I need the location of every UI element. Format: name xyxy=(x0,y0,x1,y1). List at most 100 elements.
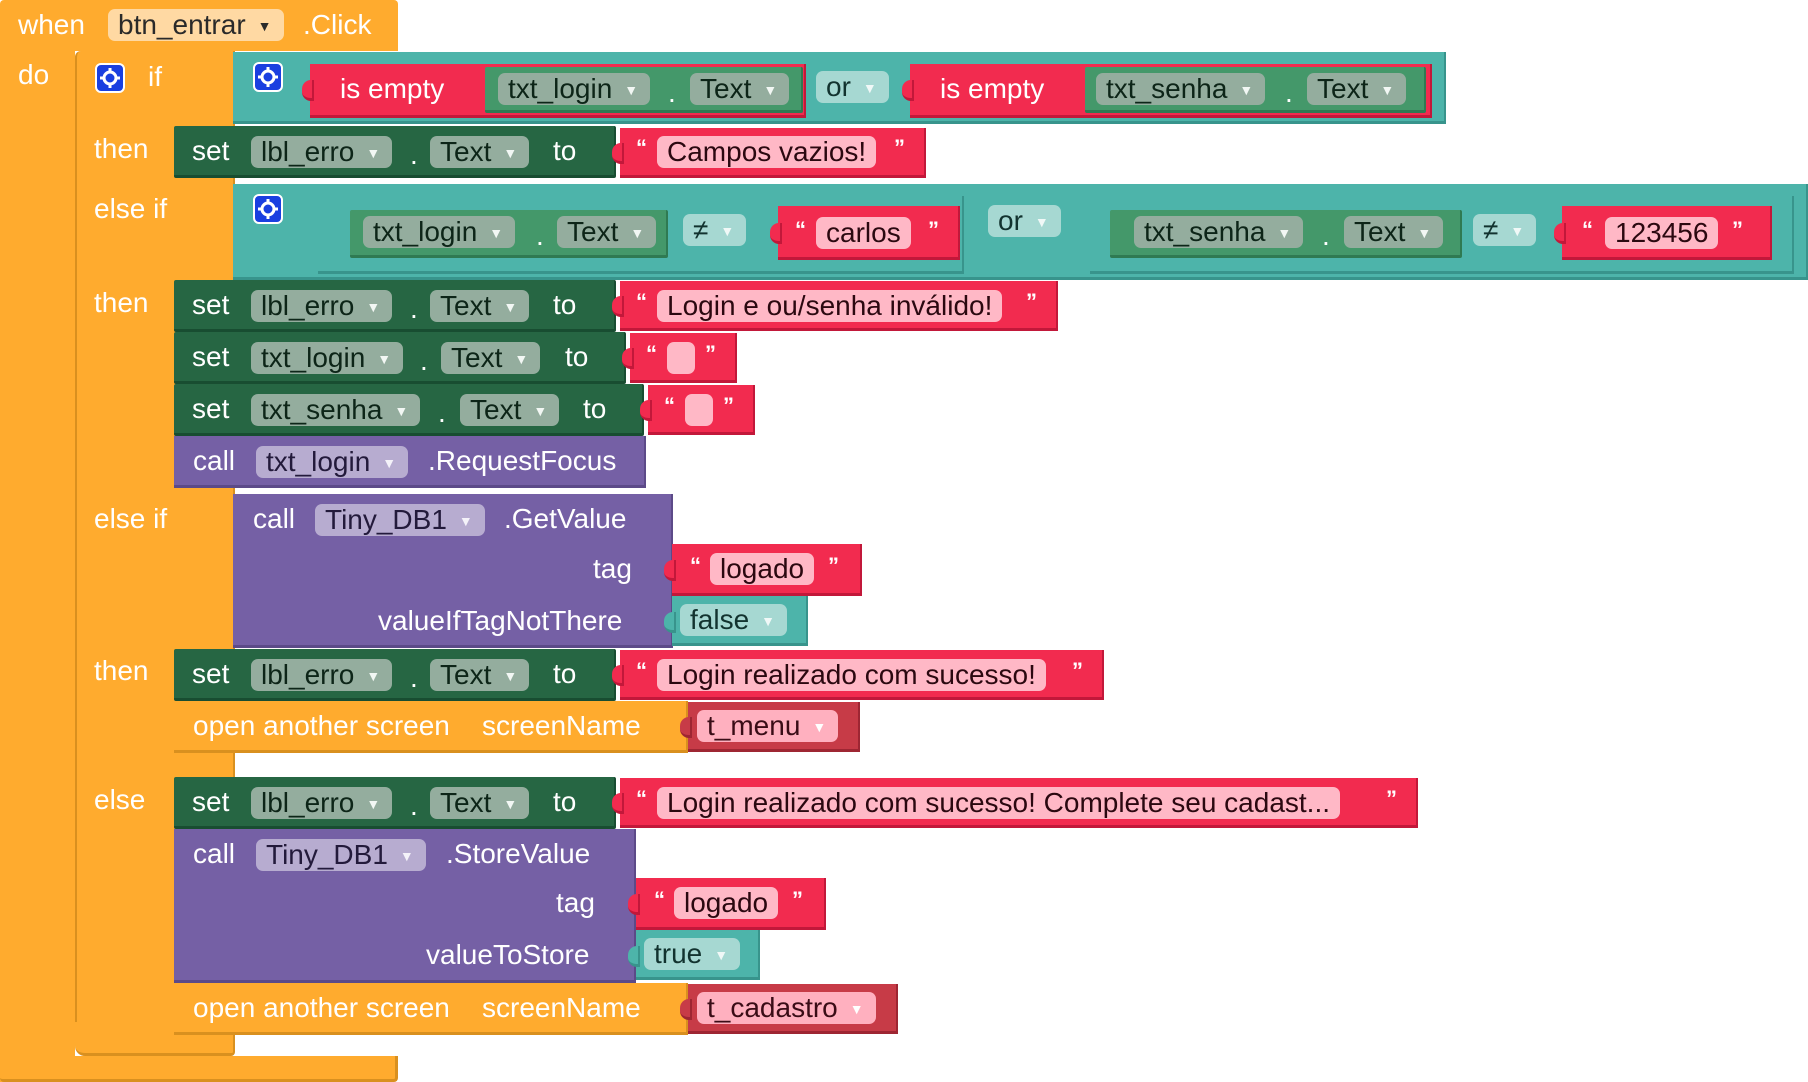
login-sucesso-text-field[interactable]: Login realizado com sucesso! xyxy=(657,659,1046,691)
logado-text-field-2[interactable]: logado xyxy=(674,887,779,919)
set-lbl-erro-block-2[interactable] xyxy=(174,280,616,332)
set-label-6: set xyxy=(192,786,230,817)
open-quote-1: “ xyxy=(636,135,647,160)
do-label: do xyxy=(18,59,50,90)
text-property-dropdown-4[interactable]: Text▼ xyxy=(557,216,657,248)
carlos-text-field[interactable]: carlos xyxy=(816,217,911,249)
tiny-db-dropdown-2[interactable]: Tiny_DB1▼ xyxy=(256,839,426,871)
open-quote-9: “ xyxy=(636,786,647,811)
neq-operator-dropdown-1[interactable]: ≠▼ xyxy=(683,214,747,246)
is-empty-label-1: is empty xyxy=(340,73,445,104)
value-if-tag-not-there-label: valueIfTagNotThere xyxy=(378,605,623,636)
screen-menu-dropdown[interactable]: t_menu▼ xyxy=(697,710,839,742)
false-dropdown[interactable]: false▼ xyxy=(680,604,788,636)
close-quote-2: ” xyxy=(928,217,939,242)
call-request-focus-block[interactable] xyxy=(174,436,646,488)
true-dropdown[interactable]: true▼ xyxy=(644,938,741,970)
string-nub-4 xyxy=(612,296,624,317)
text-property-dropdown-1[interactable]: Text▼ xyxy=(690,73,790,105)
screen-name-label-1: screenName xyxy=(482,710,641,741)
login-sucesso-cadastro-text-field[interactable]: Login realizado com sucesso! Complete se… xyxy=(657,787,1341,819)
set-label-5: set xyxy=(192,658,230,689)
string-nub-3 xyxy=(1554,223,1566,244)
or-operator-dropdown-1[interactable]: or▼ xyxy=(816,71,889,103)
set-lbl-erro-block-4[interactable] xyxy=(174,777,616,829)
text-property-dropdown-9[interactable]: Text▼ xyxy=(430,659,530,691)
neq-operator-dropdown-2[interactable]: ≠▼ xyxy=(1473,214,1537,246)
set-label-2: set xyxy=(192,289,230,320)
dot-3: . xyxy=(410,139,418,170)
else-if-label-1: else if xyxy=(94,193,168,224)
text-property-dropdown-3[interactable]: Text▼ xyxy=(430,136,530,168)
txt-senha-dropdown-3[interactable]: txt_senha▼ xyxy=(251,394,421,426)
text-property-dropdown-10[interactable]: Text▼ xyxy=(430,787,530,819)
close-quote-7: ” xyxy=(828,553,839,578)
if-mutator-gear-icon[interactable] xyxy=(95,63,125,93)
to-label-4: to xyxy=(583,393,607,424)
set-label-1: set xyxy=(192,135,230,166)
is-empty-nub-2 xyxy=(902,80,914,101)
txt-login-dropdown-4[interactable]: txt_login▼ xyxy=(256,446,409,478)
when-label: when xyxy=(18,9,85,40)
lbl-erro-dropdown-2[interactable]: lbl_erro▼ xyxy=(251,290,393,322)
value-to-store-label: valueToStore xyxy=(426,939,590,970)
dot-8: . xyxy=(438,397,446,428)
open-quote-5: “ xyxy=(646,341,657,366)
lbl-erro-dropdown-1[interactable]: lbl_erro▼ xyxy=(251,136,393,168)
set-label-4: set xyxy=(192,393,230,424)
open-screen-block-1[interactable] xyxy=(174,701,688,753)
lbl-erro-dropdown-4[interactable]: lbl_erro▼ xyxy=(251,787,393,819)
empty-text-field-1[interactable] xyxy=(667,342,695,374)
tiny-db-dropdown-1[interactable]: Tiny_DB1▼ xyxy=(315,504,485,536)
then-label-2: then xyxy=(94,287,149,318)
string-nub-8 xyxy=(612,665,624,686)
string-nub-9 xyxy=(612,793,624,814)
to-label-6: to xyxy=(553,786,577,817)
call-label-2: call xyxy=(253,503,296,534)
dot-6: . xyxy=(410,293,418,324)
open-screen-label-2: open another screen xyxy=(193,992,450,1023)
txt-login-component-dropdown-2[interactable]: txt_login▼ xyxy=(363,216,516,248)
to-label-1: to xyxy=(553,135,577,166)
text-property-dropdown-5[interactable]: Text▼ xyxy=(1344,216,1444,248)
or-mutator-gear-icon-1[interactable] xyxy=(253,62,283,92)
close-quote-10: ” xyxy=(792,887,803,912)
string-nub-1 xyxy=(612,143,624,164)
123456-text-field[interactable]: 123456 xyxy=(1605,217,1719,249)
text-property-dropdown-2[interactable]: Text▼ xyxy=(1307,73,1407,105)
text-property-dropdown-8[interactable]: Text▼ xyxy=(460,394,560,426)
screen-nub-2 xyxy=(680,999,692,1020)
campos-vazios-text-field[interactable]: Campos vazios! xyxy=(657,136,877,168)
text-property-dropdown-7[interactable]: Text▼ xyxy=(441,342,541,374)
boolean-nub-2 xyxy=(628,946,640,967)
text-property-dropdown-6[interactable]: Text▼ xyxy=(430,290,530,322)
open-screen-block-2[interactable] xyxy=(174,983,688,1035)
is-empty-nub-1 xyxy=(302,80,314,101)
screen-cadastro-dropdown[interactable]: t_cadastro▼ xyxy=(697,992,876,1024)
or-operator-dropdown-2[interactable]: or▼ xyxy=(988,205,1061,237)
else-label: else xyxy=(94,784,146,815)
set-lbl-erro-block-1[interactable] xyxy=(174,126,616,178)
logado-text-field-1[interactable]: logado xyxy=(710,553,815,585)
empty-text-field-2[interactable] xyxy=(685,394,713,426)
login-invalido-text-field[interactable]: Login e ou/senha inválido! xyxy=(657,290,1003,322)
call-label-1: call xyxy=(193,445,236,476)
set-lbl-erro-block-3[interactable] xyxy=(174,649,616,701)
string-nub-2 xyxy=(770,223,782,244)
get-value-label: .GetValue xyxy=(504,503,627,534)
boolean-nub-1 xyxy=(664,612,676,633)
event-component-dropdown[interactable]: btn_entrar▼ xyxy=(108,9,284,41)
close-quote-5: ” xyxy=(705,341,716,366)
call-label-3: call xyxy=(193,838,236,869)
txt-senha-component-dropdown-1[interactable]: txt_senha▼ xyxy=(1096,73,1266,105)
else-if-label-2: else if xyxy=(94,503,168,534)
dot-7: . xyxy=(420,345,428,376)
txt-senha-component-dropdown-2[interactable]: txt_senha▼ xyxy=(1134,216,1304,248)
or-mutator-gear-icon-2[interactable] xyxy=(253,194,283,224)
event-block-footer xyxy=(0,1056,398,1082)
lbl-erro-dropdown-3[interactable]: lbl_erro▼ xyxy=(251,659,393,691)
is-empty-label-2: is empty xyxy=(940,73,1045,104)
txt-login-component-dropdown-1[interactable]: txt_login▼ xyxy=(498,73,651,105)
txt-login-dropdown-3[interactable]: txt_login▼ xyxy=(251,342,404,374)
